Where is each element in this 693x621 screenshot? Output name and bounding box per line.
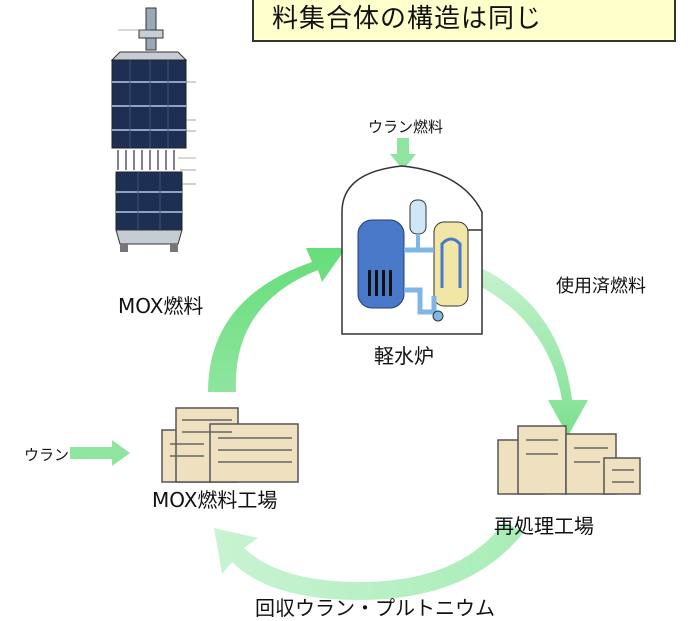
- title-box: 料集合体の構造は同じ: [252, 0, 676, 42]
- mox-plant-building-icon: [161, 407, 299, 483]
- recovered-uranium-plutonium-label: 回収ウラン・プルトニウム: [255, 596, 495, 620]
- fuel-assembly-illustration: [110, 7, 196, 252]
- uranium-fuel-label: ウラン燃料: [368, 118, 444, 136]
- uranium-arrow: [70, 440, 130, 466]
- mox-plant-label: MOX燃料工場: [152, 488, 278, 512]
- title-text: 料集合体の構造は同じ: [272, 4, 543, 34]
- mox-fuel-label: MOX燃料: [118, 294, 204, 318]
- spent-fuel-label: 使用済燃料: [556, 276, 646, 297]
- mox-fuel-arrow: [208, 248, 346, 392]
- light-water-reactor-icon: [341, 165, 483, 335]
- reprocessing-plant-label: 再処理工場: [494, 514, 594, 538]
- uranium-label: ウラン: [24, 446, 70, 464]
- recovered-material-arrow: [214, 522, 524, 600]
- uranium-fuel-arrow: [390, 138, 416, 170]
- reprocessing-plant-building-icon: [497, 425, 641, 495]
- reactor-label: 軽水炉: [374, 344, 434, 368]
